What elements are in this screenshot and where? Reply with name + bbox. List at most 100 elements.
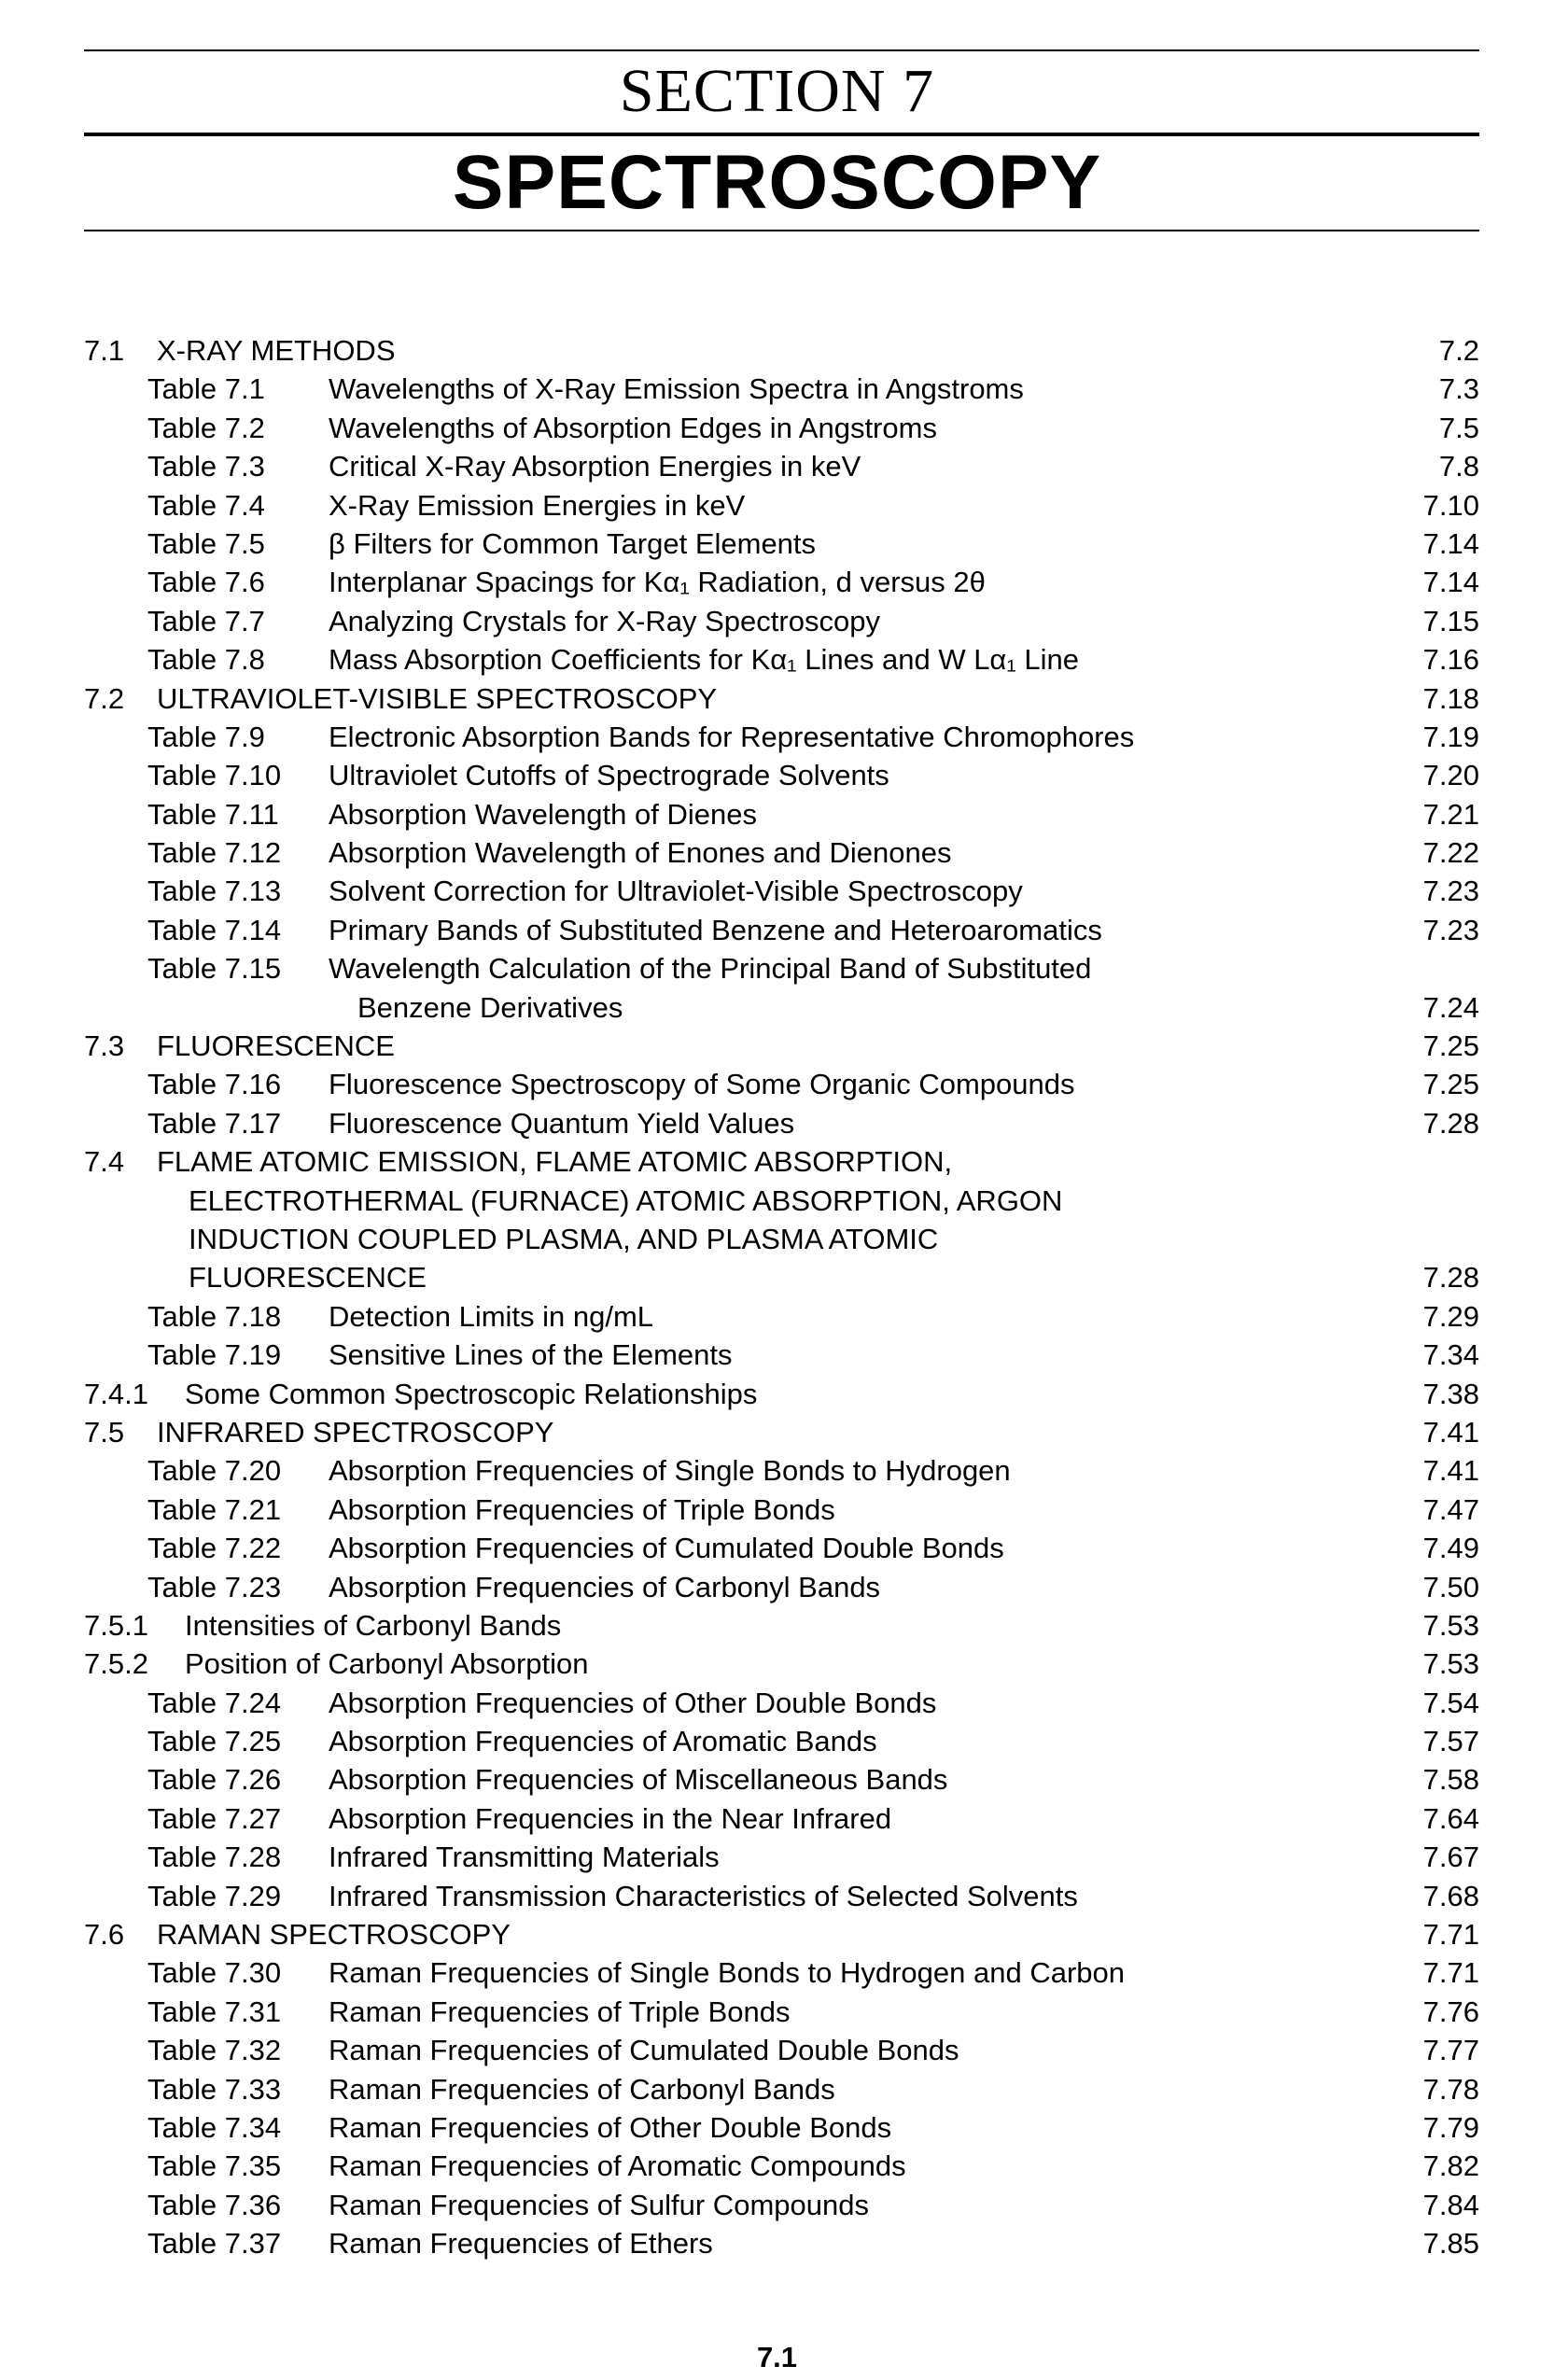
- toc-entry-title: Wavelengths of Absorption Edges in Angst…: [329, 411, 937, 444]
- toc-entry-title: Absorption Frequencies in the Near Infra…: [329, 1801, 892, 1835]
- toc-entry-page: 7.50: [1422, 1570, 1479, 1603]
- toc-entry-title: Absorption Frequencies of Miscellaneous …: [329, 1763, 948, 1797]
- toc-entry-number: Table 7.35: [147, 2149, 282, 2183]
- toc-entry-page: 7.41: [1422, 1415, 1479, 1449]
- toc-entry-number: Table 7.4: [147, 488, 265, 522]
- toc-entry[interactable]: ELECTROTHERMAL (FURNACE) ATOMIC ABSORPTI…: [84, 1182, 1479, 1220]
- toc-entry-page: 7.18: [1422, 681, 1479, 715]
- toc-entry[interactable]: INDUCTION COUPLED PLASMA, AND PLASMA ATO…: [84, 1220, 1479, 1258]
- toc-entry-page: 7.41: [1422, 1454, 1479, 1488]
- toc-entry-page: 7.2: [1438, 334, 1479, 367]
- toc-entry-page: 7.5: [1438, 411, 1479, 444]
- toc-entry-title: Some Common Spectroscopic Relationships: [185, 1377, 758, 1410]
- toc-entry-title: Infrared Transmission Characteristics of…: [329, 1879, 1078, 1912]
- toc-entry-title: FLAME ATOMIC EMISSION, FLAME ATOMIC ABSO…: [157, 1145, 953, 1179]
- toc-entry-page: 7.25: [1422, 1068, 1479, 1101]
- toc-entry-title: β Filters for Common Target Elements: [329, 526, 817, 560]
- toc-entry-page: 7.29: [1422, 1299, 1479, 1333]
- toc-entry-page: 7.79: [1422, 2110, 1479, 2144]
- toc-entry[interactable]: Table 7.7 Analyzing Crystals for X-Ray Sp…: [84, 602, 1479, 640]
- toc-entry-number: 7.6: [84, 1918, 125, 1952]
- toc-entry-number: 7.5: [84, 1415, 125, 1449]
- toc-entry-page: 7.23: [1422, 875, 1479, 908]
- toc-entry-page: 7.8: [1438, 450, 1479, 483]
- toc-entry-number: Table 7.7: [147, 604, 265, 637]
- toc-entry-title: RAMAN SPECTROSCOPY: [157, 1918, 511, 1952]
- toc-entry-title: X-RAY METHODS: [157, 334, 396, 367]
- section-label: SECTION 7: [619, 57, 935, 125]
- toc-entry-page: 7.64: [1422, 1801, 1479, 1835]
- toc-entry-title: Raman Frequencies of Ethers: [329, 2227, 713, 2261]
- toc-entry-title: Analyzing Crystals for X-Ray Spectroscop…: [329, 604, 880, 637]
- toc-entry-number: Table 7.8: [147, 643, 265, 677]
- toc-entry-number: Table 7.31: [147, 1995, 282, 2028]
- toc-entry-title: Wavelength Calculation of the Principal …: [329, 952, 1092, 986]
- toc-entry-number: Table 7.15: [147, 952, 282, 986]
- toc-entry-title: Absorption Frequencies of Triple Bonds: [329, 1492, 835, 1526]
- toc-entry-page: 7.71: [1422, 1956, 1479, 1990]
- toc-entry-page: 7.84: [1422, 2188, 1479, 2221]
- toc-entry-number: Table 7.33: [147, 2072, 282, 2106]
- toc-entry-page: 7.85: [1422, 2227, 1479, 2261]
- toc-entry-page: 7.3: [1438, 372, 1479, 406]
- toc-entry-title: Raman Frequencies of Cumulated Double Bo…: [329, 2034, 959, 2067]
- toc-entry-title: Fluorescence Quantum Yield Values: [329, 1106, 795, 1140]
- toc-entry-title: Absorption Frequencies of Carbonyl Bands: [329, 1570, 881, 1603]
- toc-entry-page: 7.76: [1422, 1995, 1479, 2028]
- toc-entry-page: 7.82: [1422, 2149, 1479, 2183]
- toc-entry-number: 7.5.2: [84, 1647, 148, 1681]
- page-number: 7.1: [756, 2341, 798, 2373]
- bottom-rule: [84, 230, 1479, 231]
- toc-entry-number: Table 7.14: [147, 913, 282, 946]
- toc-entry[interactable]: Table 7.15 Wavelength Calculation of the …: [84, 949, 1479, 987]
- toc-entry-title: Sensitive Lines of the Elements: [329, 1338, 733, 1372]
- toc-entry-title: Absorption Frequencies of Cumulated Doub…: [329, 1532, 1004, 1565]
